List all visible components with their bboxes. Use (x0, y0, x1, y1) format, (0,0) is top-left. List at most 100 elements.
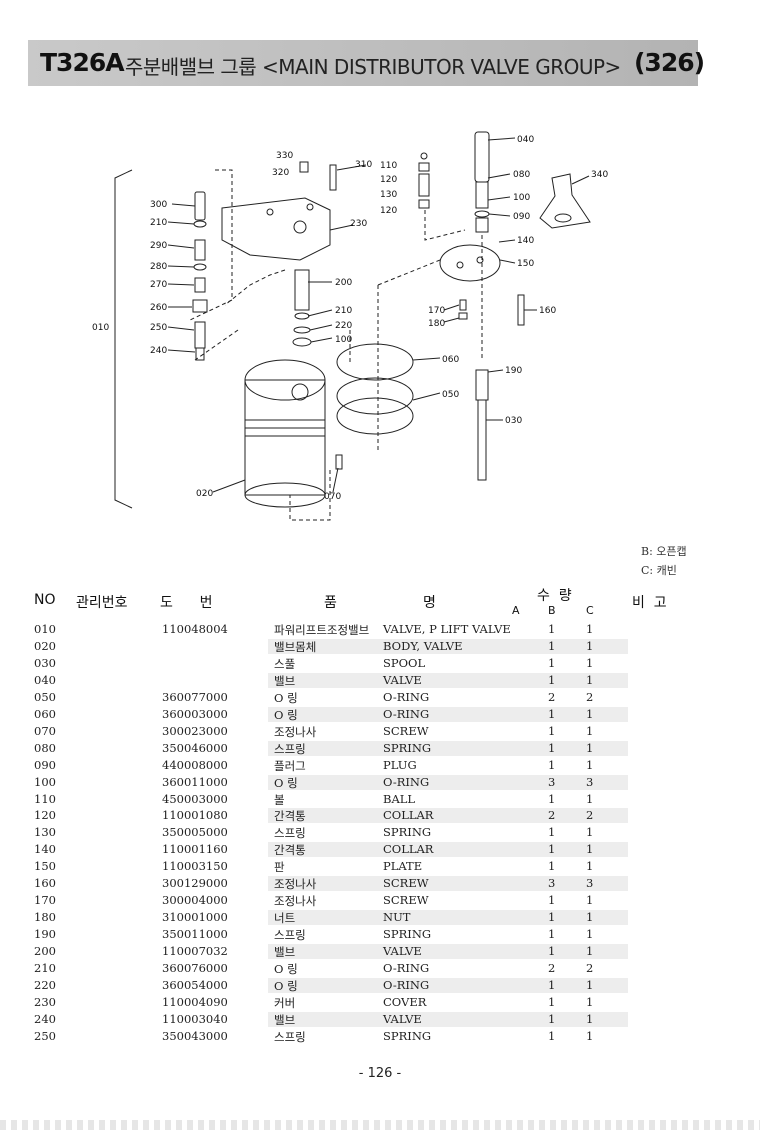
cell-part: 110048004 (162, 622, 228, 636)
cell-c: 1 (586, 977, 594, 992)
row-shade (268, 842, 628, 858)
cell-no: 110 (34, 791, 56, 806)
callout-label: 010 (92, 323, 109, 333)
cell-b: 1 (548, 927, 556, 942)
cell-part: 310001000 (162, 910, 228, 925)
cell-b: 1 (548, 842, 556, 857)
cell-b: 1 (548, 944, 556, 959)
col-header-remarks: 비 고 (632, 595, 667, 611)
callout-label: 090 (513, 212, 530, 222)
cell-c: 1 (586, 893, 594, 908)
cell-no: 120 (34, 808, 56, 823)
cell-b: 1 (548, 638, 556, 653)
cell-ko: 밸브 (274, 1012, 296, 1027)
callout-label: 200 (335, 278, 352, 288)
cell-b: 1 (548, 791, 556, 806)
cell-no: 060 (34, 706, 56, 721)
cell-b: 2 (548, 689, 556, 704)
callout-label: 220 (335, 321, 352, 331)
cell-no: 030 (34, 655, 56, 670)
callout-label: 070 (324, 492, 341, 502)
callout-label: 100 (335, 335, 352, 345)
cell-en: SCREW (383, 893, 429, 908)
cell-en: O-RING (383, 774, 430, 789)
cell-c: 1 (586, 672, 594, 687)
callout-label: 280 (150, 262, 167, 272)
cell-part: 350046000 (162, 740, 228, 755)
cell-part: 350005000 (162, 825, 228, 840)
callout-label: 120 (380, 206, 397, 216)
callout-label: 320 (272, 168, 289, 178)
cell-ko: 밸브 (274, 945, 296, 960)
cell-c: 1 (586, 859, 594, 874)
cell-en: VALVE (383, 944, 422, 959)
callout-label: 110 (380, 161, 397, 171)
cell-b: 2 (548, 808, 556, 823)
cell-en: VALVE (383, 672, 422, 687)
cell-part: 110007032 (162, 944, 228, 959)
callout-label: 120 (380, 175, 397, 185)
callout-label: 270 (150, 280, 167, 290)
cell-en: O-RING (383, 689, 430, 704)
page-title: 주분배밸브 그룹 <MAIN DISTRIBUTOR VALVE GROUP> (125, 55, 621, 79)
cell-no: 180 (34, 910, 56, 925)
callout-label: 160 (539, 306, 556, 316)
row-shade (268, 910, 628, 926)
cell-en: COLLAR (383, 842, 434, 857)
cell-no: 010 (34, 622, 56, 636)
row-shade (268, 638, 628, 654)
row-shade (268, 740, 628, 756)
cell-no: 230 (34, 994, 56, 1009)
callout-label: 300 (150, 200, 167, 210)
cell-en: VALVE (383, 1011, 422, 1026)
cell-ko: 스프링 (274, 928, 306, 943)
header-band (28, 40, 698, 86)
callout-label: 170 (428, 306, 445, 316)
cell-ko: O 링 (274, 707, 298, 722)
callout-label: 050 (442, 390, 459, 400)
cell-ko: 볼 (274, 792, 285, 807)
cell-c: 1 (586, 638, 594, 653)
callout-label: 190 (505, 366, 522, 376)
legend-c: C: 캐빈 (641, 564, 677, 577)
cell-en: O-RING (383, 977, 430, 992)
callout-label: 180 (428, 319, 445, 329)
callout-label: 250 (150, 323, 167, 333)
col-header-qty-b: B (548, 604, 556, 617)
callout-label: 060 (442, 355, 459, 365)
callout-label: 310 (355, 160, 372, 170)
col-header-drawing: 도 번 (160, 595, 213, 611)
cell-no: 240 (34, 1011, 56, 1026)
cell-ko: 파워리프트조정밸브 (274, 623, 370, 637)
cell-c: 1 (586, 825, 594, 840)
cell-en: PLATE (383, 859, 423, 874)
cell-b: 2 (548, 961, 556, 975)
cell-c: 1 (586, 842, 594, 857)
cell-b: 1 (548, 757, 556, 772)
row-shade (268, 1011, 628, 1027)
cell-part: 300129000 (162, 876, 228, 891)
cell-b: 3 (548, 774, 556, 789)
cell-ko: 너트 (274, 911, 296, 926)
cell-no: 220 (34, 977, 56, 992)
col-header-name-right: 명 (423, 595, 436, 611)
cell-c: 1 (586, 723, 594, 738)
cell-b: 1 (548, 893, 556, 908)
legend-b: B: 오픈캡 (641, 545, 687, 558)
cell-c: 1 (586, 706, 594, 721)
row-shade (268, 774, 628, 790)
cell-no: 210 (34, 961, 56, 975)
cell-en: COLLAR (383, 808, 434, 823)
cell-ko: O 링 (274, 978, 298, 993)
exploded-parts-diagram: 330 320 310 110 120 130 120 040 080 340 … (92, 131, 608, 521)
cell-ko: 스풀 (274, 656, 296, 671)
cell-en: SCREW (383, 723, 429, 738)
